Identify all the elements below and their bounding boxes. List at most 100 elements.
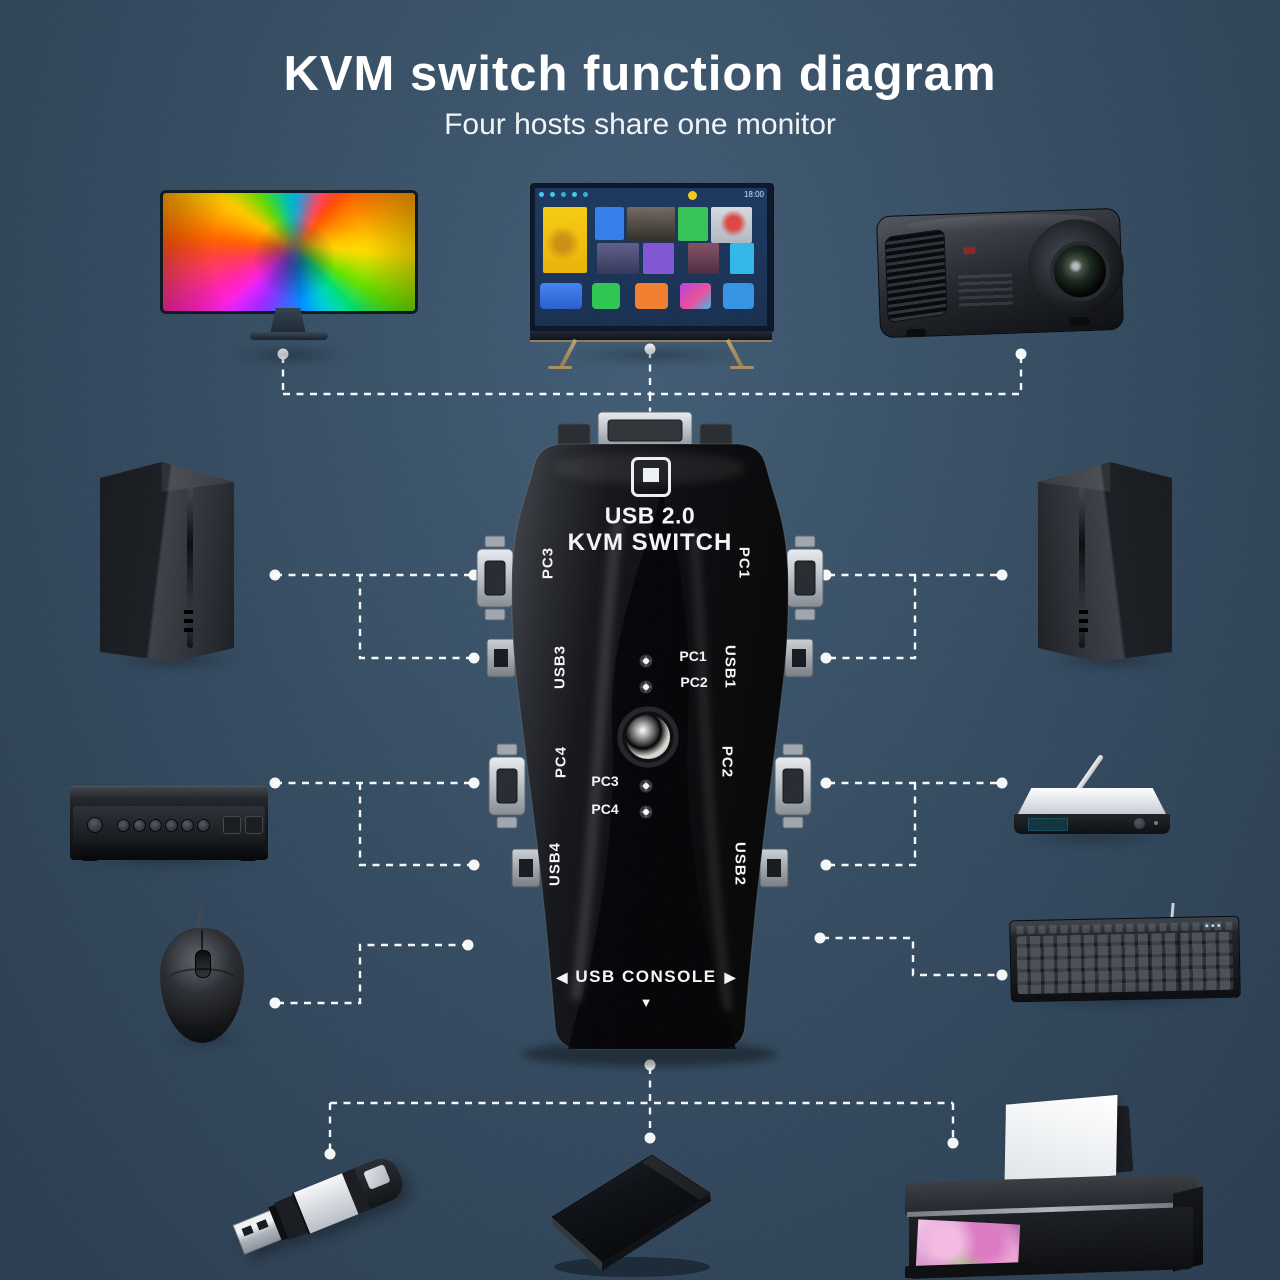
mobile-hdd-device <box>551 1154 711 1277</box>
connection-node <box>269 997 281 1009</box>
mouse-console-link <box>277 943 466 1005</box>
down-arrow-icon: ▼ <box>639 995 653 1010</box>
projector-logo <box>963 246 976 255</box>
connection-node <box>324 1148 336 1160</box>
connection-node <box>996 569 1008 581</box>
tv-app-tile <box>678 207 708 241</box>
dvr-device <box>70 786 268 866</box>
tower-front-panel <box>187 486 194 648</box>
tv-app-tile <box>627 207 675 241</box>
keyboard-device <box>1009 902 1241 1009</box>
tv-app-button <box>635 283 668 309</box>
kvm-port-label-usb1: USB1 <box>721 644 739 690</box>
tv-app-button <box>680 283 711 309</box>
kvm-port-usb4 <box>511 848 541 888</box>
tower-pc-right-device <box>1038 462 1172 662</box>
tv-screen: 18:00 <box>535 188 767 326</box>
tower-front-ports <box>184 610 194 614</box>
tv-app-tile <box>597 243 639 274</box>
dvr-button <box>117 819 130 832</box>
connection-node <box>996 969 1008 981</box>
kvm-led-label-pc2: PC2 <box>680 674 708 690</box>
usb-type-b-port-icon <box>631 457 671 497</box>
dvr-usb-door <box>245 816 263 834</box>
router-top <box>1018 788 1166 814</box>
kvm-port-label-pc1: PC1 <box>735 546 753 580</box>
dvr-usb-door <box>223 816 241 834</box>
led-indicator-pc1 <box>639 654 653 668</box>
kvm-port-label-pc3: PC3 <box>539 546 557 580</box>
tower-front-ports <box>1078 610 1088 614</box>
connection-node <box>269 777 281 789</box>
kvm-port-label-usb4: USB4 <box>546 841 564 887</box>
tv-weather-icon <box>688 191 697 200</box>
monitor-base <box>250 332 328 340</box>
dvr-button <box>149 819 162 832</box>
kvm-port-pc1 <box>786 535 824 621</box>
tv-soundbar <box>530 331 772 342</box>
tower-pc-left-device <box>100 462 234 662</box>
kvm-led-label-pc1: PC1 <box>679 648 707 664</box>
tv-status-icons <box>539 192 544 197</box>
tower-front-panel <box>1078 486 1085 648</box>
dvr-button <box>181 819 194 832</box>
keyboard-keys <box>1016 931 1234 995</box>
dvr-power-button <box>87 817 103 833</box>
page-subtitle: Four hosts share one monitor <box>444 108 836 141</box>
connection-node <box>644 1132 656 1144</box>
kvm-port-usb2 <box>759 848 789 888</box>
printer-paper <box>1004 1094 1118 1186</box>
projector-grille <box>884 228 948 324</box>
kvm-port-pc4 <box>488 743 526 829</box>
tv-app-button <box>592 283 620 309</box>
tv-app-tile <box>643 243 674 274</box>
connection-node <box>1015 348 1027 360</box>
projector-vents <box>958 273 1014 310</box>
led-indicator-pc3 <box>639 779 653 793</box>
dvr-front-panel <box>73 806 265 844</box>
tv-app-tile <box>688 243 719 274</box>
tv-app-tile <box>543 207 587 273</box>
kvm-port-label-usb2: USB2 <box>731 841 749 887</box>
printer-device <box>905 1092 1217 1280</box>
kvm-port-usb3 <box>486 638 516 678</box>
router-front-panel <box>1014 814 1170 834</box>
router-device <box>1010 742 1180 844</box>
kvm-product-line1: USB 2.0 <box>604 502 696 529</box>
kvm-selector-button <box>617 706 679 768</box>
kvm-port-usb1 <box>784 638 814 678</box>
connection-node <box>269 569 281 581</box>
keyboard-lock-leds <box>1205 924 1209 928</box>
mouse-device <box>160 905 244 1046</box>
projector-foot <box>1069 316 1090 326</box>
tower-body <box>1038 462 1172 662</box>
tv-app-tile <box>595 207 624 240</box>
projector-device <box>875 207 1126 339</box>
kvm-port-label-pc2: PC2 <box>718 745 736 779</box>
left-arrow-icon: ◀ <box>556 969 568 985</box>
kvm-product-line2: KVM SWITCH <box>567 529 733 556</box>
tv-app-button <box>540 283 582 309</box>
led-indicator-pc2 <box>639 680 653 694</box>
monitor-screen <box>160 190 418 314</box>
router-display <box>1028 818 1068 831</box>
kvm-led-label-pc4: PC4 <box>591 801 619 817</box>
page-title: KVM switch function diagram <box>283 47 997 101</box>
right-arrow-icon: ▶ <box>724 969 736 985</box>
dvr-button <box>197 819 210 832</box>
tv-app-tile <box>730 243 754 274</box>
kvm-port-label-pc4: PC4 <box>552 745 570 779</box>
router-led <box>1154 821 1158 825</box>
monitor-stand <box>270 308 306 334</box>
projector-foot <box>905 328 927 338</box>
tv-foot <box>730 366 754 369</box>
kvm-console-label: ◀USB CONSOLE▶ <box>556 967 736 986</box>
dvr-button <box>133 819 146 832</box>
tv-app-button <box>723 283 754 309</box>
kvm-port-pc3 <box>476 535 514 621</box>
kvm-port-label-usb3: USB3 <box>551 644 569 690</box>
tower-body <box>100 462 234 662</box>
led-indicator-pc4 <box>639 805 653 819</box>
tv-app-tile <box>711 207 752 243</box>
